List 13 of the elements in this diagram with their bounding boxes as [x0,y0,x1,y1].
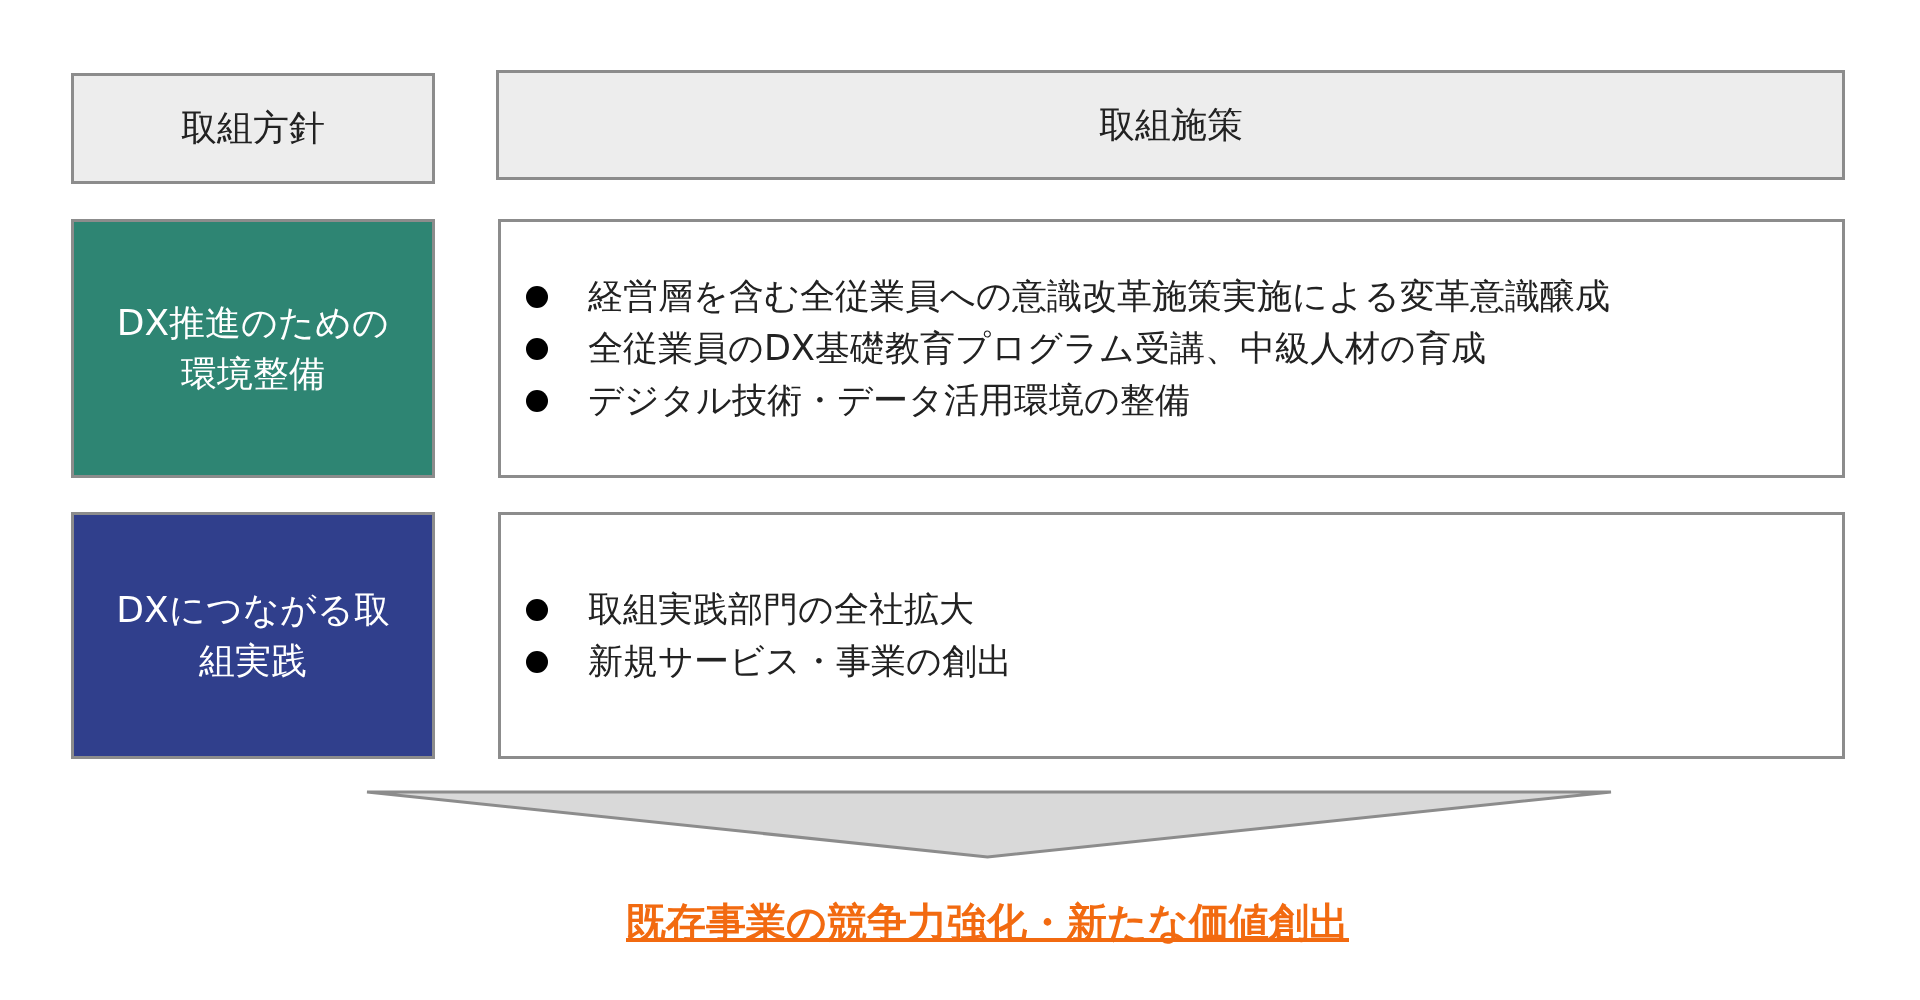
bullet-text: デジタル技術・データ活用環境の整備 [588,379,1190,422]
outcome-text: 既存事業の競争力強化・新たな価値創出 [500,860,1475,960]
bullet-text: 全従業員のDX基礎教育プログラム受講、中級人材の育成 [588,327,1486,370]
down-arrow [365,790,1613,859]
bullet-text: 新規サービス・事業の創出 [588,640,1012,683]
category-box: DXにつながる取組実践 [71,512,435,759]
header-box: 取組施策 [496,70,1845,180]
bullet-text: 経営層を含む全従業員への意識改革施策実施による変革意識醸成 [588,275,1610,318]
bullet-text: 取組実践部門の全社拡大 [588,588,974,631]
measures-box [498,512,1845,759]
measures-box [498,219,1845,478]
header-box: 取組方針 [71,73,435,184]
category-box: DX推進のための環境整備 [71,219,435,478]
